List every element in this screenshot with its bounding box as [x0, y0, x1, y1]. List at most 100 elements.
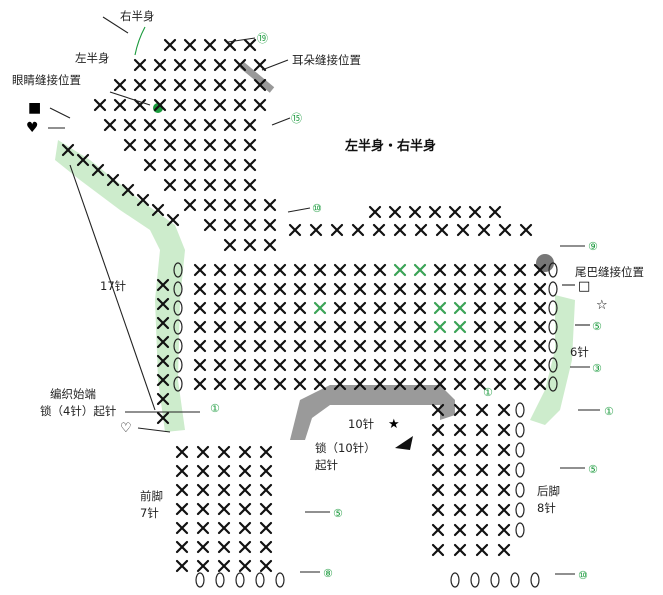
stitch-x — [223, 218, 237, 232]
stitch-x — [473, 358, 487, 372]
stitch-oval — [515, 482, 525, 498]
stitch-x — [393, 377, 407, 391]
stitch-x — [513, 263, 527, 277]
stitch-x — [293, 377, 307, 391]
stitch-x — [163, 38, 177, 52]
stitch-x — [193, 377, 207, 391]
stitch-x — [453, 320, 467, 334]
stitch-oval — [510, 572, 520, 588]
belly-gray-band — [290, 385, 455, 440]
stitch-x — [513, 320, 527, 334]
stitch-x — [497, 443, 511, 457]
stitch-x — [203, 218, 217, 232]
stitch-x — [238, 540, 252, 554]
stitch-x — [431, 503, 445, 517]
stitch-x — [263, 218, 277, 232]
stitch-oval — [515, 442, 525, 458]
stitch-x — [259, 559, 273, 573]
stitch-x — [513, 377, 527, 391]
stitch-x — [453, 282, 467, 296]
stitch-x — [413, 377, 427, 391]
stitch-x — [373, 358, 387, 372]
stitch-x — [233, 301, 247, 315]
stitch-x — [203, 158, 217, 172]
start-label-line2: 锁（4针）起针 — [40, 404, 116, 418]
row-8: ⑧ — [323, 567, 333, 580]
stitch-oval — [173, 338, 183, 354]
stitch-x — [493, 339, 507, 353]
stitch-x — [123, 118, 137, 132]
stitch-x — [475, 463, 489, 477]
stitch-x — [533, 301, 547, 315]
stitch-x — [233, 78, 247, 92]
stitch-x — [497, 463, 511, 477]
stitch-x — [413, 301, 427, 315]
stitch-x — [413, 282, 427, 296]
stitch-x — [233, 320, 247, 334]
stitch-x — [393, 320, 407, 334]
stitch-x — [431, 403, 445, 417]
stitch-x — [253, 358, 267, 372]
stitch-oval — [515, 422, 525, 438]
stitch-x — [273, 377, 287, 391]
stitch-x — [373, 320, 387, 334]
stitch-x — [156, 316, 170, 330]
stitch-x — [453, 443, 467, 457]
stitch-x — [238, 483, 252, 497]
stitch-x — [393, 339, 407, 353]
stitch-x — [213, 98, 227, 112]
stitch-x — [123, 138, 137, 152]
rump-green-band — [530, 295, 575, 425]
stitch-x — [456, 223, 470, 237]
stitch-x — [175, 559, 189, 573]
stitch-x — [175, 483, 189, 497]
stitch-x — [513, 301, 527, 315]
stitch-x — [453, 463, 467, 477]
stitch-x — [372, 223, 386, 237]
stitch-x — [233, 377, 247, 391]
stitch-x — [477, 223, 491, 237]
stitch-x — [153, 98, 167, 112]
row-10-bottom: ⑩ — [578, 569, 588, 582]
stitch-x — [373, 263, 387, 277]
stitch-x — [183, 138, 197, 152]
stitch-oval — [490, 572, 500, 588]
stitch-x — [333, 320, 347, 334]
row-3: ③ — [592, 362, 602, 375]
stitch-x — [196, 483, 210, 497]
stitch-x — [313, 282, 327, 296]
stitch-x — [113, 78, 127, 92]
stitch-x — [196, 502, 210, 516]
stitch-x — [493, 263, 507, 277]
open-heart-symbol: ♡ — [120, 421, 132, 436]
stitch-x — [203, 198, 217, 212]
stitch-x — [213, 358, 227, 372]
stitch-x — [373, 301, 387, 315]
row-5-front: ⑤ — [333, 507, 343, 520]
stitch-x — [413, 263, 427, 277]
stitch-x — [193, 98, 207, 112]
stitch-x — [433, 358, 447, 372]
stitch-oval — [215, 572, 225, 588]
stitch-x — [133, 78, 147, 92]
stitch-x — [453, 523, 467, 537]
stitch-x — [196, 521, 210, 535]
stitch-x — [533, 358, 547, 372]
stitch-x — [433, 282, 447, 296]
stitch-x — [273, 263, 287, 277]
stitch-x — [253, 320, 267, 334]
stitch-x — [233, 263, 247, 277]
stitch-x — [475, 443, 489, 457]
left-body-label: 左半身 — [75, 51, 110, 65]
stitch-oval — [515, 502, 525, 518]
stitch-x — [273, 282, 287, 296]
stitch-x — [213, 301, 227, 315]
tail-position-label: 尾巴缝接位置 — [575, 265, 644, 279]
leader-lines — [48, 16, 600, 575]
stitch-x — [293, 320, 307, 334]
stitch-x — [253, 263, 267, 277]
stitch-x — [136, 193, 150, 207]
stitch-x — [497, 543, 511, 557]
stitch-x — [433, 377, 447, 391]
